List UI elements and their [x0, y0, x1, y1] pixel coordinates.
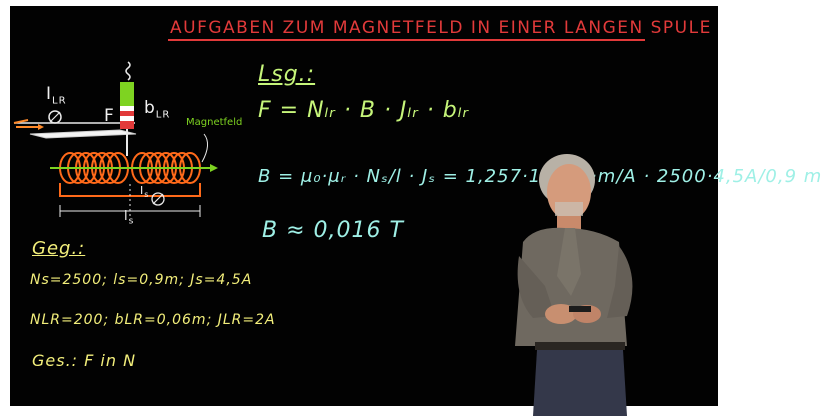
label-coil-length: ls — [124, 209, 135, 227]
presenter — [515, 154, 633, 416]
coil-diagram — [13, 61, 218, 217]
given-line-2: NLR=200; bLR=0,06m; JLR=2A — [30, 312, 276, 328]
video-frame: AUFGABEN ZUM MAGNETFELD IN EINER LANGEN … — [10, 6, 822, 416]
force-meter-top — [120, 82, 134, 106]
spring-icon — [125, 61, 131, 81]
ammeter-slash — [49, 111, 61, 123]
page-title: AUFGABEN ZUM MAGNETFELD IN EINER LANGEN … — [170, 18, 712, 38]
coil-ammeter-symbol — [151, 192, 165, 206]
label-force: F — [104, 106, 115, 126]
force-meter-stripe — [120, 111, 134, 116]
given-heading: Geg.: — [32, 238, 86, 259]
current-arrow-left — [13, 119, 29, 124]
label-current-lr: ILR — [46, 84, 67, 107]
blackboard: AUFGABEN ZUM MAGNETFELD IN EINER LANGEN … — [10, 6, 821, 416]
given-line-1: Ns=2500; ls=0,9m; Js=4,5A — [30, 272, 253, 288]
force-meter-stripe — [120, 121, 134, 129]
force-meter-stripe — [120, 106, 134, 111]
magnetfeld-pointer — [201, 133, 208, 163]
conductor-plate — [29, 129, 137, 139]
label-width-lr: bLR — [144, 98, 171, 121]
force-meter-stripe — [120, 116, 134, 121]
field-arrow-head — [210, 164, 218, 172]
title-underline — [168, 39, 645, 41]
force-formula: F = Nₗᵣ · B · Jₗᵣ · bₗᵣ — [258, 98, 470, 123]
field-result: B ≈ 0,016 T — [262, 218, 404, 243]
ammeter-symbol — [48, 110, 62, 124]
current-arrow-head — [38, 124, 44, 130]
label-magnetfeld: Magnetfeld — [186, 117, 243, 128]
label-current-coil: Is — [140, 184, 150, 200]
sought-quantity: Ges.: F in N — [32, 351, 137, 370]
solution-heading: Lsg.: — [258, 62, 316, 87]
coil-ammeter-slash — [152, 193, 164, 205]
